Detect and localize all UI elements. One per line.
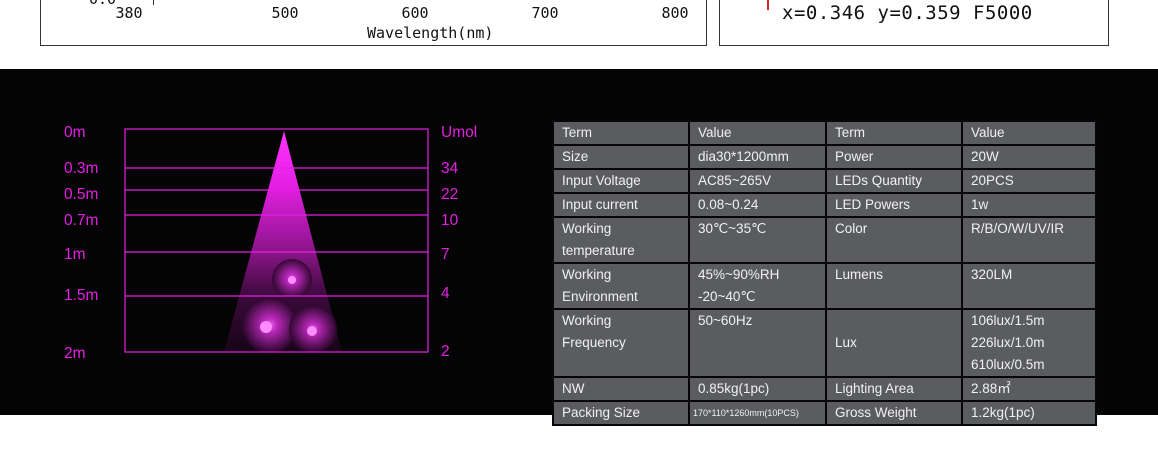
umol-header: Umol: [441, 124, 477, 141]
umol-value: 4: [441, 285, 450, 302]
value-line: -20~40℃: [698, 289, 756, 304]
spec-value: 20PCS: [961, 168, 1097, 194]
cie-marker: [767, 0, 769, 10]
spec-value: 20W: [961, 144, 1097, 170]
spec-value: 1.2kg(1pc): [961, 400, 1097, 426]
spec-value: 0.08~0.24: [688, 192, 827, 218]
distance-label: 0.3m: [64, 160, 98, 177]
spec-value: 50~60Hz: [688, 308, 827, 378]
lux-value: 106lux/1.5m: [971, 313, 1045, 328]
spec-term: Working temperature: [552, 216, 690, 264]
spec-value: 45%~90%RH -20~40℃: [688, 262, 827, 310]
distance-label: 1.5m: [64, 287, 98, 304]
spec-value: 30℃~35℃: [688, 216, 827, 264]
spec-term: Size: [552, 144, 690, 170]
spec-value: 106lux/1.5m 226lux/1.0m 610lux/0.5m: [961, 308, 1097, 378]
umol-value: 2: [441, 343, 450, 360]
x-tick-800: 800: [661, 4, 689, 22]
light-distribution-diagram: 0m Umol 0.3m 34 0.5m 22 0.7m 10 1m 7 1.5…: [64, 124, 477, 362]
lux-value: 226lux/1.0m: [971, 335, 1045, 350]
umol-value: 7: [441, 246, 450, 263]
header-term: Term: [825, 120, 963, 146]
table-row: Input current 0.08~0.24 LED Powers 1w: [552, 192, 1097, 218]
x-tick-500: 500: [271, 4, 299, 22]
spec-term: Lighting Area: [825, 376, 963, 402]
header-value: Value: [961, 120, 1097, 146]
y-tick-partial: 0.0: [89, 0, 116, 8]
table-row: NW 0.85kg(1pc) Lighting Area 2.88㎡: [552, 376, 1097, 402]
spec-term: Color: [825, 216, 963, 264]
umol-value: 10: [441, 212, 459, 229]
spec-term: Packing Size: [552, 400, 690, 426]
spec-term: LEDs Quantity: [825, 168, 963, 194]
spec-value: AC85~265V: [688, 168, 827, 194]
spec-term: Input Voltage: [552, 168, 690, 194]
spec-table: Term Value Term Value Size dia30*1200mm …: [552, 120, 1097, 426]
cie-readout: x=0.346 y=0.359 F5000: [782, 2, 1033, 24]
term-line: Environment: [562, 289, 638, 304]
header-value: Value: [688, 120, 827, 146]
umol-value: 34: [441, 160, 459, 177]
cie-panel: x=0.346 y=0.359 F5000: [719, 0, 1109, 46]
table-header-row: Term Value Term Value: [552, 120, 1097, 146]
term-line: Working: [562, 313, 612, 328]
spec-value: 170*110*1260mm(10PCS): [688, 400, 827, 426]
spec-section: 0m Umol 0.3m 34 0.5m 22 0.7m 10 1m 7 1.5…: [0, 69, 1158, 426]
spectrum-chart-panel: 0.0 380 500 600 700 800 Wavelength(nm): [40, 0, 707, 46]
distance-label: 0.5m: [64, 186, 98, 203]
spec-value: 1w: [961, 192, 1097, 218]
spec-value: R/B/O/W/UV/IR: [961, 216, 1097, 264]
spec-value: 0.85kg(1pc): [688, 376, 827, 402]
y-axis-line: [153, 0, 154, 5]
term-line: Frequency: [562, 335, 626, 350]
distance-header: 0m: [64, 124, 86, 141]
spec-term: Input current: [552, 192, 690, 218]
x-axis-label: Wavelength(nm): [367, 24, 494, 42]
spec-term: Power: [825, 144, 963, 170]
x-tick-600: 600: [401, 4, 429, 22]
spec-value: dia30*1200mm: [688, 144, 827, 170]
distance-label: 0.7m: [64, 212, 98, 229]
spec-term: Lumens: [825, 262, 963, 310]
spec-term: Gross Weight: [825, 400, 963, 426]
table-row: Packing Size 170*110*1260mm(10PCS) Gross…: [552, 400, 1097, 426]
spec-term: Lux: [825, 308, 963, 378]
distance-label: 2m: [64, 345, 86, 362]
x-tick-380: 380: [115, 4, 143, 22]
light-beam-cone: [224, 131, 342, 352]
spec-term: LED Powers: [825, 192, 963, 218]
diagram-frame: [124, 128, 429, 353]
term-line: Working: [562, 267, 612, 282]
value-line: 45%~90%RH: [698, 267, 780, 282]
spec-value: 2.88㎡: [961, 376, 1097, 402]
term-line: temperature: [562, 243, 635, 258]
spec-term: NW: [552, 376, 690, 402]
term-line: Working: [562, 221, 612, 236]
header-term: Term: [552, 120, 690, 146]
table-row: Size dia30*1200mm Power 20W: [552, 144, 1097, 170]
flower-image: [242, 259, 337, 353]
spec-value: 320LM: [961, 262, 1097, 310]
umol-value: 22: [441, 186, 458, 203]
distance-label: 1m: [64, 246, 86, 263]
table-row: Working temperature 30℃~35℃ Color R/B/O/W…: [552, 216, 1097, 264]
table-row: Input Voltage AC85~265V LEDs Quantity 20…: [552, 168, 1097, 194]
x-tick-700: 700: [531, 4, 559, 22]
lux-value: 610lux/0.5m: [971, 357, 1045, 372]
